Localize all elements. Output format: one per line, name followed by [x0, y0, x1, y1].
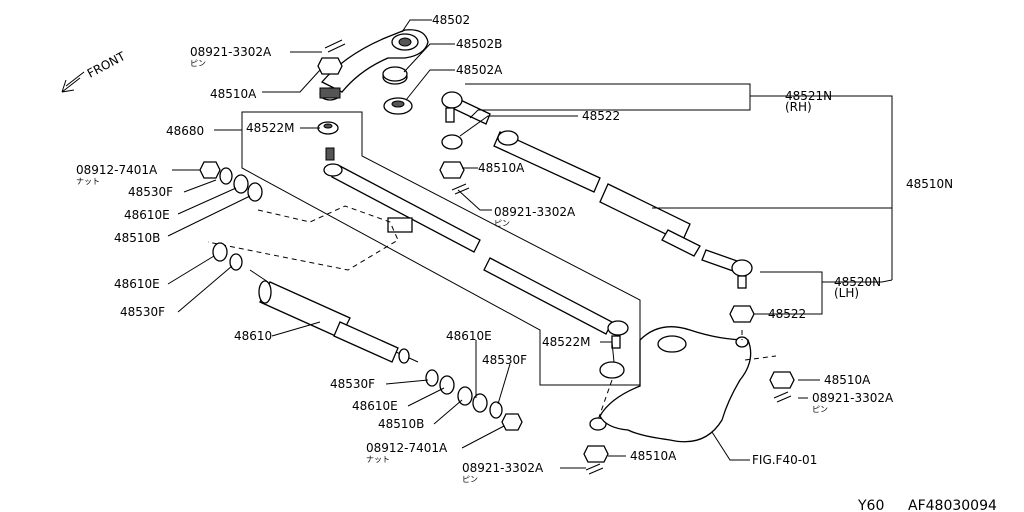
washer-48530f-bot	[425, 369, 439, 387]
label-48521n-sub: (RH)	[785, 100, 812, 114]
label-48610e-left1: 48610E	[124, 208, 170, 222]
label-pin-right: 08921-3302A	[812, 391, 894, 405]
bottom-joint-dash	[597, 379, 613, 421]
label-nut-08912-bot: 08912-7401A	[366, 441, 448, 455]
cotter-pin-right-icon	[773, 391, 792, 403]
tie-rod-rh-48510n	[493, 130, 701, 257]
knuckle-hole-bot	[589, 417, 607, 431]
label-48530f-bot: 48530F	[330, 377, 375, 391]
label-48510b-left: 48510B	[114, 231, 160, 245]
label-48530f-bot2: 48530F	[482, 353, 527, 367]
nut-48510a-mid	[439, 161, 465, 179]
label-48610: 48610	[234, 329, 272, 343]
label-48522-right: 48522	[768, 307, 806, 321]
label-48502b: 48502B	[456, 37, 502, 51]
footer-code: AF48030094	[908, 498, 997, 512]
label-48610e-bot: 48610E	[446, 329, 492, 343]
cotter-pin-mid-icon	[451, 183, 470, 195]
label-48502: 48502	[432, 13, 470, 27]
label-48680: 48680	[166, 124, 204, 138]
label-48510n: 48510N	[906, 177, 953, 191]
label-nut-08912-bot-jp: ナット	[366, 455, 390, 464]
label-fig-ref: FIG.F40-01	[752, 453, 817, 467]
pitman-washer-48502b	[382, 66, 408, 85]
washer-48530f-left2	[229, 253, 243, 271]
label-nut-bot: 48510A	[630, 449, 677, 463]
damper-mount-dash	[207, 205, 399, 271]
label-48521n: 48521N	[785, 89, 832, 103]
label-48610e-bot2: 48610E	[352, 399, 398, 413]
label-nut-mid: 48510A	[478, 161, 525, 175]
label-48530f-left2: 48530F	[120, 305, 165, 319]
bushing-48510b-left	[247, 182, 263, 202]
label-pin-right-jp: ピン	[812, 405, 828, 414]
label-pin-bot: 08921-3302A	[462, 461, 544, 475]
washer-48530f-bot2	[489, 401, 503, 419]
cotter-pin-bot-icon	[585, 463, 604, 475]
label-pin-bot-jp: ピン	[462, 475, 478, 484]
washer-48610e-bot2	[472, 393, 488, 413]
label-nut-top: 48510A	[210, 87, 257, 101]
label-nut-right: 48510A	[824, 373, 871, 387]
label-48530f-left1: 48530F	[128, 185, 173, 199]
label-48522m-top: 48522M	[246, 121, 295, 135]
tie-rod-end-lh-48520n	[701, 249, 753, 289]
label-pin-top-jp: ピン	[190, 59, 206, 68]
joint-nut-48522-top	[441, 134, 463, 150]
label-48520n-sub: (LH)	[834, 286, 859, 300]
washer-48610e-left2	[212, 242, 228, 262]
nut-08912-bot	[501, 413, 523, 431]
label-pin-mid-jp: ピン	[494, 219, 510, 228]
washer-48610e-left	[233, 174, 249, 194]
label-48510b-bot: 48510B	[378, 417, 424, 431]
label-nut-08912-left-jp: ナット	[76, 177, 100, 186]
nut-48510a-bot	[583, 445, 609, 463]
label-48610e-left2: 48610E	[114, 277, 160, 291]
joint-nut-48522m-bot	[599, 361, 625, 379]
pitman-arm	[319, 29, 429, 101]
leader-lines	[167, 19, 893, 469]
label-48522m-bot: 48522M	[542, 335, 591, 349]
label-nut-08912-left: 08912-7401A	[76, 163, 158, 177]
knuckle-dash	[741, 330, 777, 361]
label-pin-top: 08921-3302A	[190, 45, 272, 59]
bushing-48510b-bot	[457, 386, 473, 406]
pitman-nut-48502a	[383, 97, 413, 115]
nut-08912-left	[199, 161, 221, 179]
label-48522-top: 48522	[582, 109, 620, 123]
label-pin-mid: 08921-3302A	[494, 205, 576, 219]
pitman-nut-48510a	[317, 57, 343, 75]
joint-nut-48522m-top	[317, 121, 339, 135]
cotter-pin-top-icon	[324, 39, 346, 53]
washer-48610e-bot	[439, 375, 455, 395]
washer-48530f-left	[219, 167, 233, 185]
tie-rod-end-rh-48521n	[441, 91, 491, 125]
center-link-48680	[241, 111, 641, 386]
nut-48510a-right	[769, 371, 795, 389]
steering-damper-48610	[249, 269, 419, 364]
joint-nut-48522-right	[729, 305, 755, 323]
footer-model: Y60	[857, 498, 884, 512]
label-48520n: 48520N	[834, 275, 881, 289]
steering-knuckle	[599, 326, 752, 443]
front-arrow-icon	[61, 71, 85, 93]
label-48502a: 48502A	[456, 63, 503, 77]
front-label: FRONT	[85, 49, 128, 81]
